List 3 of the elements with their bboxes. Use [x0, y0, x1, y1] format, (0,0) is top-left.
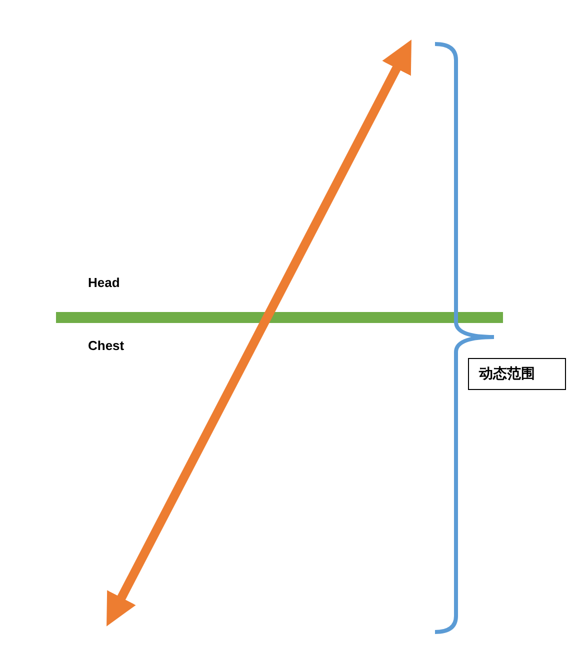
label-box: 动态范围 [468, 358, 566, 390]
text-label: Chest [88, 338, 124, 353]
text-label: Head [88, 275, 120, 290]
